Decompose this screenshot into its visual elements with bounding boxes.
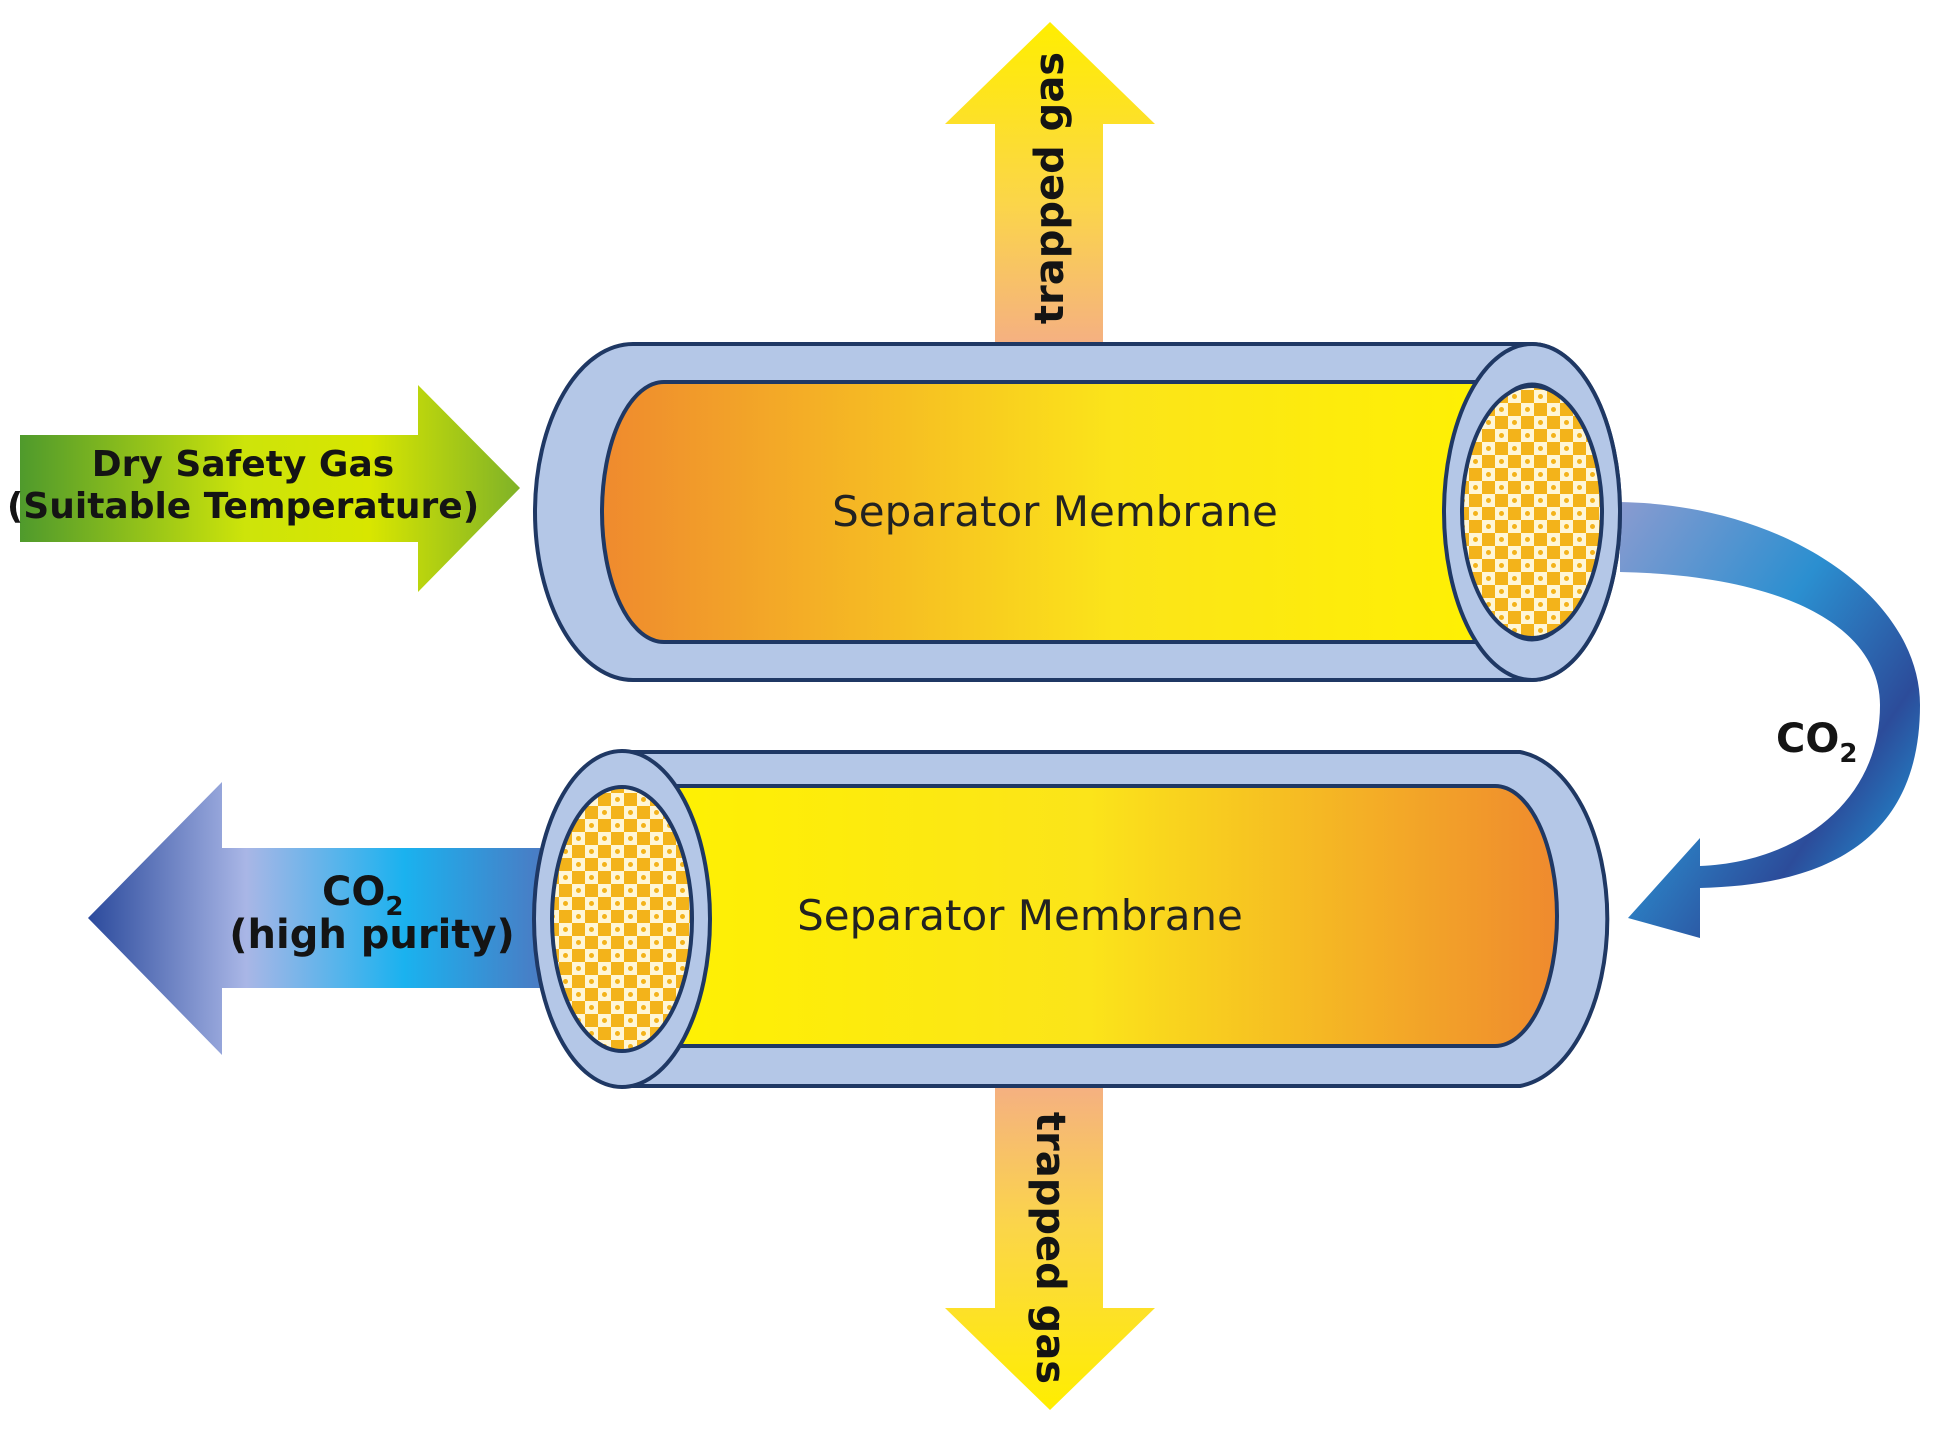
trapped-gas-arrow-bottom: trapped gas — [945, 1075, 1155, 1410]
top-filter-end — [1460, 384, 1604, 640]
top-membrane-unit: Separator Membrane — [533, 342, 1622, 682]
co2-transfer-label: CO2 — [1776, 716, 1857, 769]
co2-product-main: CO — [322, 869, 385, 915]
bottom-membrane-unit: Separator Membrane — [532, 749, 1610, 1089]
co2-product-label: CO2 — [322, 869, 403, 922]
co2-transfer-main: CO — [1776, 716, 1839, 762]
inlet-arrow: Dry Safety Gas (Suitable Temperature) — [7, 385, 520, 592]
top-membrane — [600, 380, 1534, 644]
top-membrane-label: Separator Membrane — [832, 487, 1278, 536]
inlet-label-line1: Dry Safety Gas — [92, 444, 394, 485]
co2-product-arrow: CO2 (high purity) — [88, 782, 540, 1055]
co2-product-sub: 2 — [385, 892, 403, 922]
co2-product-purity: (high purity) — [229, 912, 515, 958]
trapped-gas-label-bottom: trapped gas — [1027, 1112, 1073, 1384]
inlet-label-line2: (Suitable Temperature) — [7, 486, 479, 527]
bottom-membrane-label: Separator Membrane — [797, 891, 1243, 940]
trapped-gas-arrow-top: trapped gas — [945, 22, 1155, 355]
bottom-filter-end — [550, 785, 694, 1053]
co2-transfer-sub: 2 — [1839, 739, 1857, 769]
bottom-membrane — [620, 784, 1559, 1048]
trapped-gas-label-top: trapped gas — [1027, 52, 1073, 324]
co2-transfer-arrow: CO2 — [1620, 502, 1920, 938]
